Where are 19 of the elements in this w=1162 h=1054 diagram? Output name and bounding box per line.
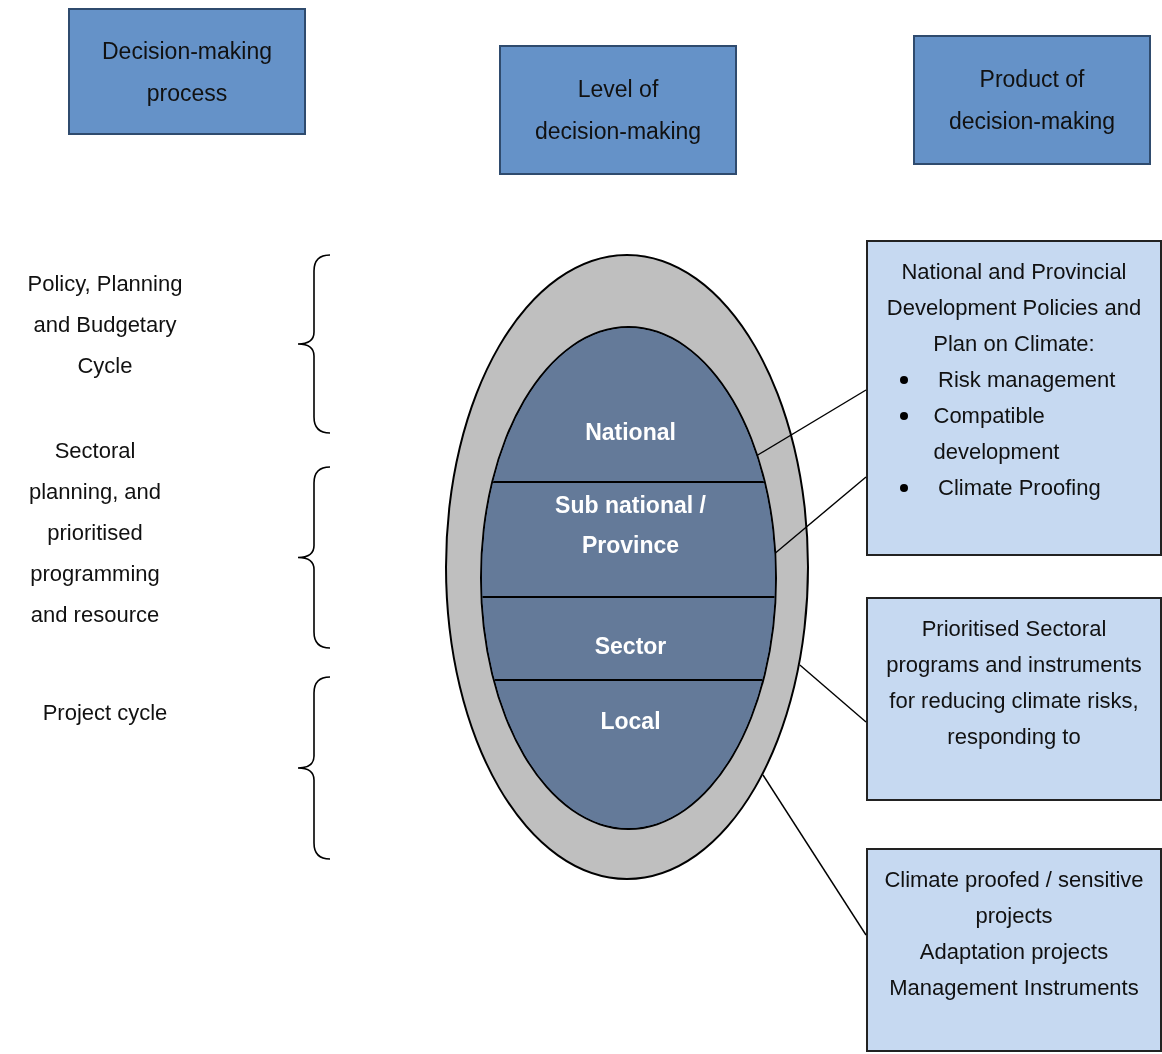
product-text: Adaptation projects (919, 938, 1109, 966)
process-label: Policy, Planning and Budgetary Cycle (26, 270, 184, 380)
bullet-item: Compatible development (933, 402, 1061, 466)
heading-box: Level of decision-making (499, 45, 737, 175)
bullet-item: Climate Proofing (938, 474, 1101, 502)
leader-line (774, 476, 867, 554)
heading-box: Product of decision-making (913, 35, 1151, 165)
bullet-item: Risk management (938, 366, 1116, 394)
heading-box: Decision-making process (68, 8, 306, 135)
process-label: Sectoral planning, and prioritised programming and resource (27, 437, 163, 629)
product-text: Prioritised Sectoral programs and instruments for reducing climate risks, responding to (885, 615, 1143, 751)
product-text: Management Instruments (889, 974, 1139, 1002)
level-band: Sector (482, 596, 775, 679)
product-heading: National and Provincial Development Policies and Plan on Climate: (885, 258, 1143, 358)
level-band: Sub national / Province (482, 481, 775, 596)
leader-line (762, 774, 867, 936)
process-label: Project cycle (41, 699, 169, 727)
leader-line (799, 664, 867, 723)
product-text: Climate proofed / sensitive projects (883, 866, 1145, 930)
